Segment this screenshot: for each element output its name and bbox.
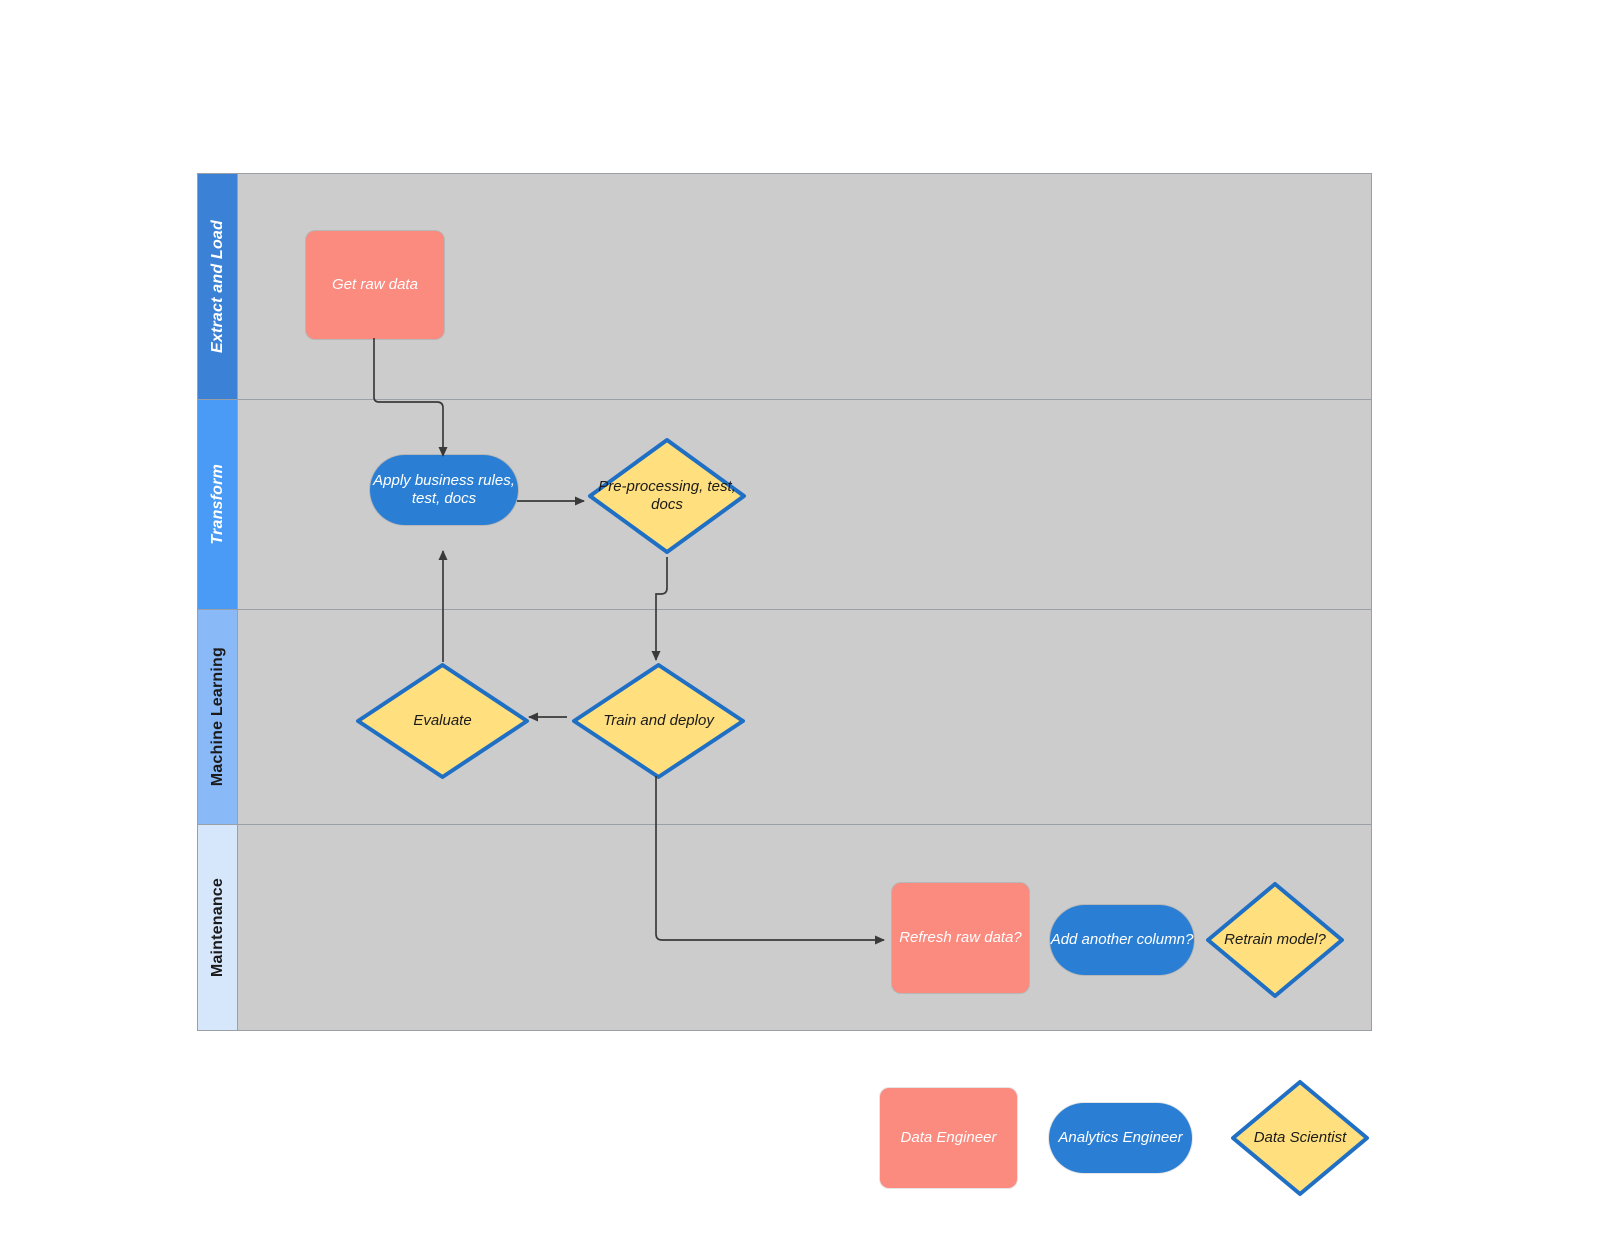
- node-label-get-raw-data: Get raw data: [332, 275, 418, 293]
- node-retrain-model[interactable]: Retrain model?: [1205, 881, 1345, 999]
- legend: Data Engineer Analytics Engineer Data Sc…: [880, 1080, 1380, 1196]
- lane-header-transform[interactable]: Transform: [198, 400, 238, 609]
- node-refresh-raw-data[interactable]: Refresh raw data?: [892, 883, 1029, 993]
- node-train-and-deploy[interactable]: Train and deploy: [571, 662, 746, 780]
- diamond-shape-icon: [1206, 882, 1344, 998]
- lane-header-maintenance[interactable]: Maintenance: [198, 825, 238, 1030]
- node-evaluate[interactable]: Evaluate: [355, 662, 530, 780]
- node-label-retrain-model: Retrain model?: [1224, 930, 1326, 948]
- lane-body-transform: Apply business rules, test, docs Pre-pro…: [238, 400, 1371, 609]
- lane-header-machine-learning[interactable]: Machine Learning: [198, 610, 238, 824]
- node-add-another-column[interactable]: Add another column?: [1050, 905, 1194, 975]
- node-label-add-another-column: Add another column?: [1050, 930, 1194, 948]
- diamond-shape-icon: [1231, 1080, 1369, 1196]
- node-label-evaluate: Evaluate: [413, 711, 472, 729]
- node-label-refresh-raw-data: Refresh raw data?: [899, 928, 1022, 946]
- node-label-train-and-deploy: Train and deploy: [603, 711, 714, 729]
- lane-header-extract-and-load[interactable]: Extract and Load: [198, 174, 238, 399]
- lane-body-extract-and-load: Get raw data: [238, 174, 1371, 399]
- node-get-raw-data[interactable]: Get raw data: [306, 231, 444, 339]
- node-pre-processing[interactable]: Pre-processing, test, docs: [587, 437, 747, 555]
- diamond-shape-icon: [356, 663, 529, 779]
- legend-item-data-engineer: Data Engineer: [880, 1088, 1017, 1188]
- lane-title-machine-learning: Machine Learning: [208, 647, 226, 787]
- legend-item-data-scientist: Data Scientist: [1230, 1079, 1370, 1197]
- legend-label-analytics-engineer: Analytics Engineer: [1058, 1128, 1183, 1146]
- lane-title-extract-and-load: Extract and Load: [208, 219, 226, 353]
- lane-body-maintenance: Refresh raw data? Add another column? Re…: [238, 825, 1371, 1030]
- node-apply-business-rules[interactable]: Apply business rules, test, docs: [370, 455, 518, 525]
- swimlane-extract-and-load: Extract and Load Get raw data: [198, 174, 1371, 400]
- swimlane-machine-learning: Machine Learning Evaluate Train and depl…: [198, 610, 1371, 825]
- swimlane-maintenance: Maintenance Refresh raw data? Add anothe…: [198, 825, 1371, 1030]
- legend-label-data-engineer: Data Engineer: [900, 1128, 997, 1146]
- legend-label-data-scientist: Data Scientist: [1253, 1128, 1347, 1146]
- diamond-shape-icon: [588, 438, 746, 554]
- node-label-apply-business-rules: Apply business rules, test, docs: [373, 471, 515, 507]
- swimlane-transform: Transform Apply business rules, test, do…: [198, 400, 1371, 610]
- lane-title-maintenance: Maintenance: [208, 877, 226, 978]
- legend-item-analytics-engineer: Analytics Engineer: [1049, 1103, 1192, 1173]
- node-label-pre-processing: Pre-processing, test, docs: [598, 477, 736, 513]
- lane-body-machine-learning: Evaluate Train and deploy: [238, 610, 1371, 824]
- lane-title-transform: Transform: [208, 464, 226, 545]
- swimlane-container: Extract and Load Get raw data Transform …: [197, 173, 1372, 1031]
